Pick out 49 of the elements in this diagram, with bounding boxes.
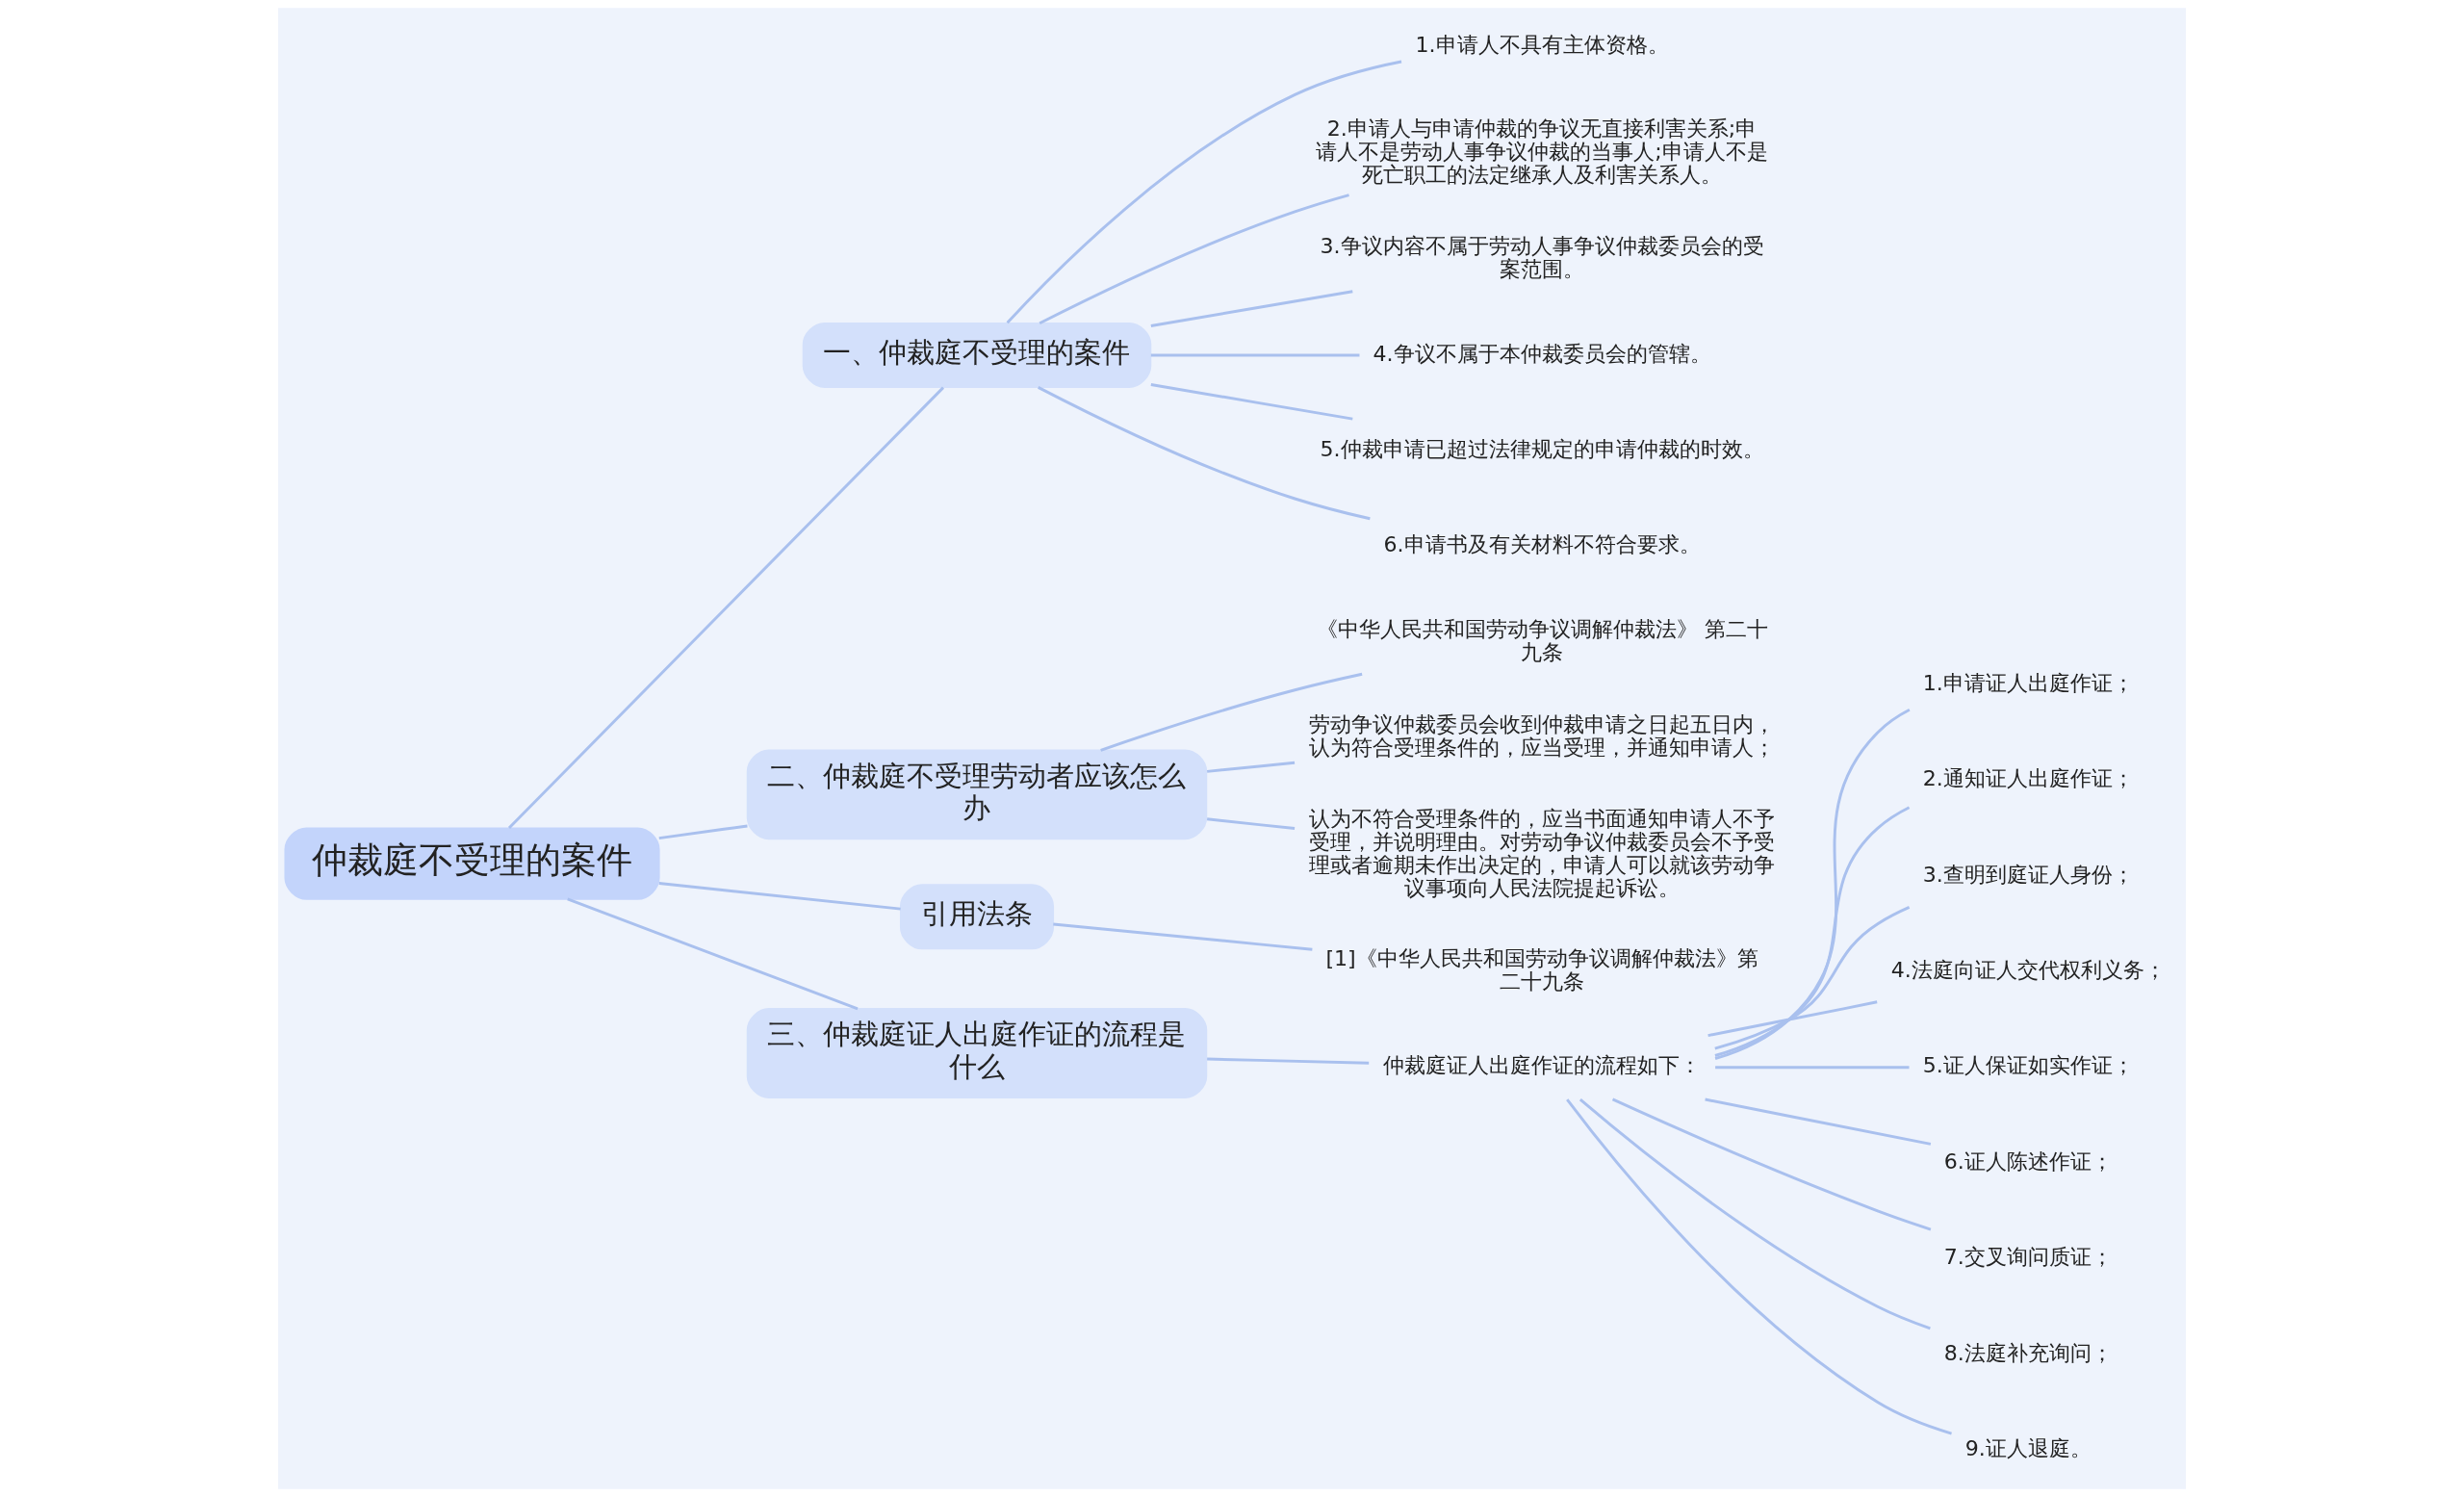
node-text: 劳动争议仲裁委员会收到仲裁申请之日起五日内，认为符合受理条件的，应当受理，并通知申请人；	[1309, 712, 1776, 761]
connector	[1714, 906, 1911, 1050]
node-box: 三、仲裁庭证人出庭作证的流程是什么	[746, 1008, 1208, 1098]
node-text: 3.查明到庭证人身份；	[1922, 862, 2134, 887]
connector	[1207, 761, 1296, 773]
connector	[1705, 1097, 1932, 1146]
connector	[1038, 386, 1371, 521]
connector	[1707, 1000, 1878, 1038]
connector	[1207, 1057, 1370, 1065]
node-text: 3.争议内容不属于劳动人事争议仲裁委员会的受案范围。	[1320, 234, 1764, 282]
node-box: 二、仲裁庭不受理劳动者应该怎么办	[746, 749, 1208, 840]
connector	[1150, 290, 1353, 327]
node-text: 5.仲裁申请已超过法律规定的申请仲裁的时效。	[1320, 437, 1764, 462]
connector	[1150, 353, 1360, 357]
node-box: 仲裁庭不受理的案件	[284, 827, 660, 900]
node-text: [1]《中华人民共和国劳动争议调解仲裁法》第二十九条	[1325, 946, 1758, 994]
node-text: 1.申请证人出庭作证；	[1922, 670, 2134, 695]
node-text: 2.通知证人出庭作证；	[1922, 766, 2134, 791]
node-text: 6.申请书及有关材料不符合要求。	[1383, 532, 1701, 557]
connector	[507, 386, 945, 829]
connector	[1206, 817, 1296, 830]
node-text: 认为不符合受理条件的，应当书面通知申请人不予受理，并说明理由。对劳动争议仲裁委员会不予受理或者逾期未作出决定的，申请人可以就该劳动争议事项向人民法院提起诉讼。	[1309, 806, 1776, 900]
node-text: 4.法庭向证人交代权利义务；	[1890, 958, 2166, 983]
connector	[567, 897, 859, 1011]
node-box: 一、仲裁庭不受理的案件	[802, 322, 1152, 388]
node-text: 9.证人退庭。	[1964, 1435, 2092, 1460]
node-text: 《中华人民共和国劳动争议调解仲裁法》 第二十九条	[1316, 616, 1768, 664]
connector	[1150, 383, 1353, 421]
connector	[658, 824, 748, 840]
connector	[658, 882, 901, 911]
connector	[1006, 60, 1402, 324]
node-text: 8.法庭补充询问；	[1943, 1340, 2113, 1365]
connector	[1053, 922, 1313, 951]
node-text: 4.争议不属于本仲裁委员会的管辖。	[1373, 341, 1711, 366]
connector	[1611, 1097, 1932, 1231]
node-box: 引用法条	[899, 884, 1055, 950]
node-text: 7.交叉询问质证；	[1943, 1245, 2113, 1270]
node-text: 仲裁庭证人出庭作证的流程如下：	[1383, 1053, 1702, 1078]
connector	[1714, 806, 1911, 1057]
connector	[1714, 709, 1911, 1060]
connector	[1578, 1098, 1931, 1330]
node-text: 1.申请人不具有主体资格。	[1415, 33, 1669, 58]
node-text: 5.证人保证如实作证；	[1922, 1053, 2134, 1078]
node-text: 6.证人陈述作证；	[1943, 1149, 2113, 1174]
connector	[1100, 672, 1363, 752]
connector	[1715, 1066, 1910, 1070]
node-text: 2.申请人与申请仲裁的争议无直接利害关系;申请人不是劳动人事争议仲裁的当事人;申请人不是死亡职工的法定继承人及利害关系人。	[1316, 116, 1768, 187]
connector	[1566, 1098, 1952, 1435]
connector	[1039, 194, 1349, 325]
